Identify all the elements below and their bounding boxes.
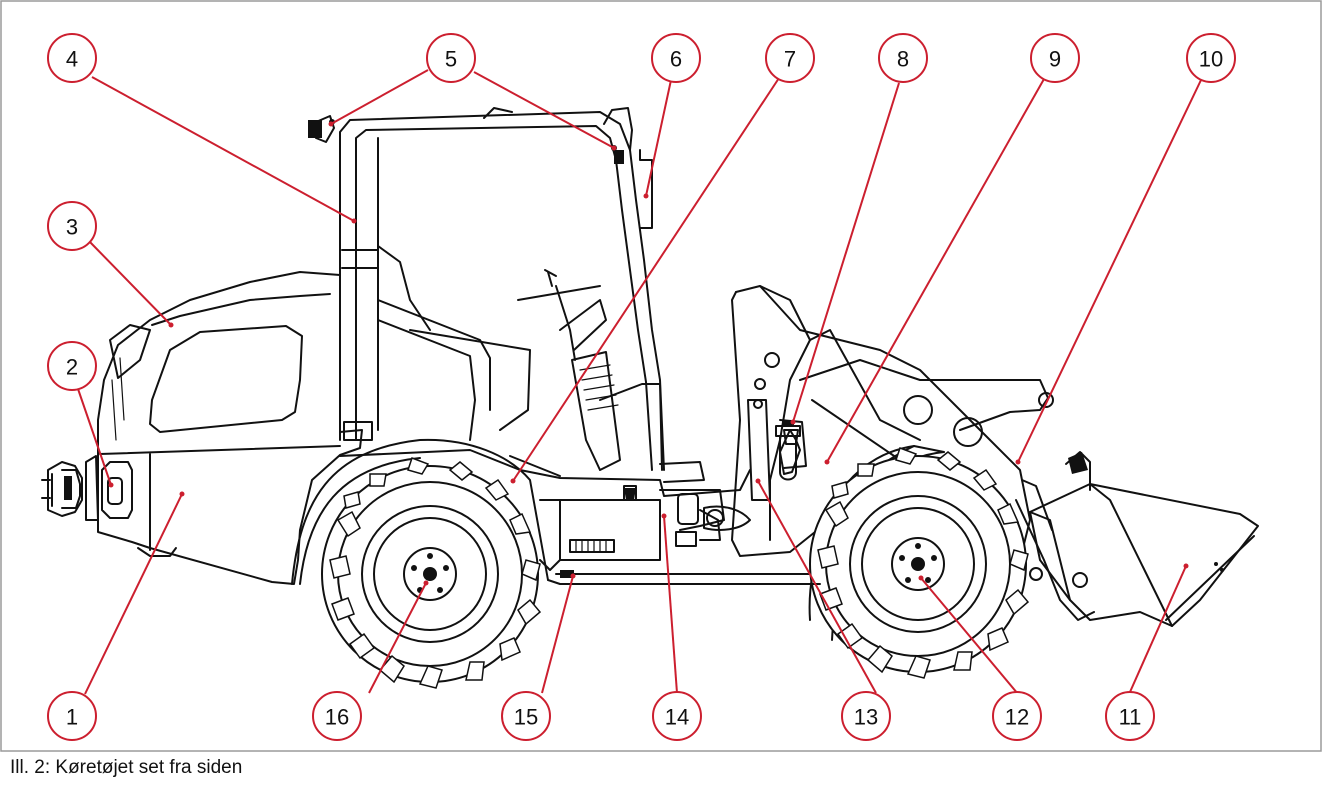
callout-5: 5 <box>426 33 476 83</box>
leader-1 <box>84 493 183 695</box>
cab-frame <box>308 107 705 483</box>
callout-6-label: 6 <box>670 47 682 72</box>
callout-9: 9 <box>1030 33 1080 83</box>
callout-3: 3 <box>47 201 97 251</box>
front-wheel <box>808 445 1030 679</box>
callout-8-label: 8 <box>897 47 909 72</box>
leader-dot-14 <box>661 513 667 519</box>
callout-12-label: 12 <box>1005 705 1029 730</box>
hydraulic-filter <box>775 420 801 481</box>
leader-dot-10 <box>1015 459 1021 465</box>
leader-11 <box>1129 565 1187 693</box>
callouts: 1 2 3 4 5 6 7 <box>47 33 1236 741</box>
leader-dot-6 <box>643 193 649 199</box>
leader-dot-11 <box>1183 563 1189 569</box>
leader-dot-8 <box>790 419 796 425</box>
leader-dot-9 <box>824 459 830 465</box>
callout-13-label: 13 <box>854 705 878 730</box>
callout-5-label: 5 <box>445 47 457 72</box>
leader-4 <box>91 76 355 222</box>
callout-13: 13 <box>841 691 891 741</box>
leader-dot-12 <box>918 575 924 581</box>
leader-10 <box>1017 79 1202 463</box>
callout-9-label: 9 <box>1049 47 1061 72</box>
callout-11: 11 <box>1105 691 1155 741</box>
leader-15 <box>541 575 574 694</box>
callout-15: 15 <box>501 691 551 741</box>
rear-wheel <box>321 457 542 689</box>
callout-15-label: 15 <box>514 705 538 730</box>
callout-4-label: 4 <box>66 47 78 72</box>
callout-14-label: 14 <box>665 705 689 730</box>
callout-3-label: 3 <box>66 215 78 240</box>
leader-16 <box>368 582 427 694</box>
leader-dot-4 <box>351 218 357 224</box>
leader-13 <box>757 480 877 694</box>
leader-lines <box>76 69 1202 695</box>
rear-engine-hood <box>97 271 363 585</box>
callout-12: 12 <box>992 691 1042 741</box>
leader-5a <box>330 69 429 125</box>
leader-dot-1 <box>179 491 185 497</box>
callout-16-label: 16 <box>325 705 349 730</box>
callout-11-label: 11 <box>1119 705 1142 730</box>
leader-dot-15 <box>570 573 576 579</box>
leader-dot-5a <box>328 121 334 127</box>
chassis <box>339 449 831 578</box>
leader-2 <box>76 385 112 486</box>
callout-7: 7 <box>765 33 815 83</box>
machine-illustration <box>41 107 1259 689</box>
callout-6: 6 <box>651 33 701 83</box>
callout-1-label: 1 <box>66 705 78 730</box>
leader-dot-3 <box>168 322 174 328</box>
leader-3 <box>87 239 172 326</box>
leader-dot-2 <box>108 482 114 488</box>
callout-7-label: 7 <box>784 47 796 72</box>
leader-dot-16 <box>423 580 429 586</box>
callout-8: 8 <box>878 33 928 83</box>
callout-10-label: 10 <box>1199 47 1223 72</box>
callout-10: 10 <box>1186 33 1236 83</box>
underbody-line <box>547 579 821 585</box>
callout-4: 4 <box>47 33 97 83</box>
rear-fender <box>291 438 549 585</box>
figure-caption: Ill. 2: Køretøjet set fra siden <box>10 757 243 778</box>
leader-5b <box>473 71 615 149</box>
leader-dot-7 <box>510 478 516 484</box>
callout-2-label: 2 <box>66 355 78 380</box>
leader-9 <box>826 78 1045 463</box>
callout-2: 2 <box>47 341 97 391</box>
leader-dot-5b <box>611 145 617 151</box>
bucket <box>1015 451 1259 627</box>
callout-1: 1 <box>47 691 97 741</box>
leader-12 <box>920 577 1019 695</box>
leader-7 <box>512 77 780 482</box>
callout-16: 16 <box>312 691 362 741</box>
leader-8 <box>792 82 900 423</box>
callout-14: 14 <box>652 691 702 741</box>
figure-border <box>0 0 1322 752</box>
leader-14 <box>663 515 678 694</box>
leader-dot-13 <box>755 478 761 484</box>
leader-6 <box>645 79 672 197</box>
